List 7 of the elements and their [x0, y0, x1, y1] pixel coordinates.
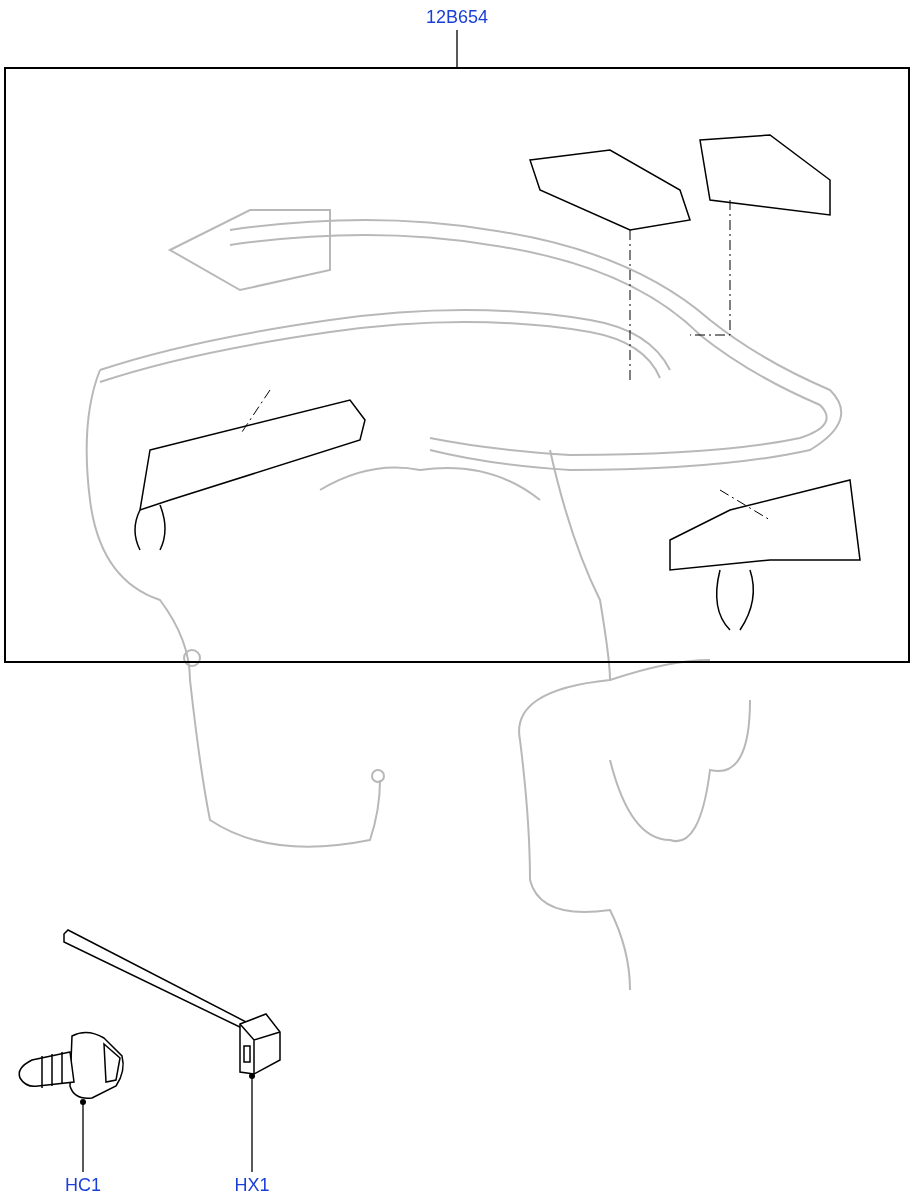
callout-label: 12B654: [417, 4, 497, 30]
leader-line: [80, 1099, 86, 1173]
callout-label: HX1: [227, 1172, 277, 1198]
kit-frame: [4, 67, 910, 663]
leader-line: [456, 29, 458, 68]
leader-line: [249, 1073, 255, 1173]
callout-label: HC1: [58, 1172, 108, 1198]
